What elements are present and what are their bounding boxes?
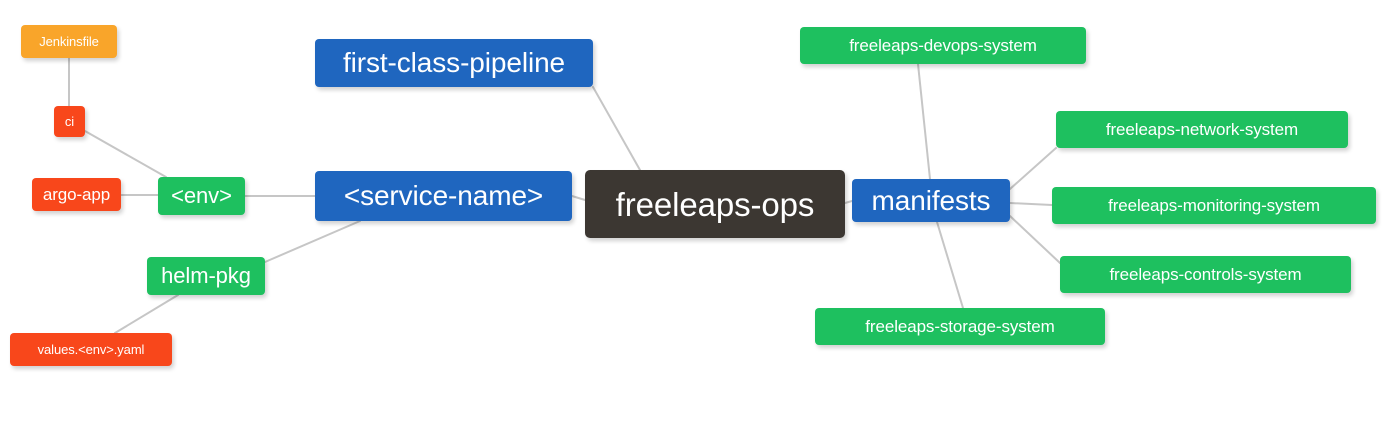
node-env[interactable]: <env> [158,177,245,215]
edge-manifests-to-freeleaps-devops-system [917,63,931,180]
node-freeleaps-controls-system[interactable]: freeleaps-controls-system [1060,256,1351,293]
edge-freeleaps-ops-to-service-name [571,195,586,201]
node-freeleaps-storage-system[interactable]: freeleaps-storage-system [815,308,1105,345]
node-values-env-yaml[interactable]: values.<env>.yaml [10,333,172,366]
edge-freeleaps-ops-to-manifests [844,200,853,204]
edge-freeleaps-ops-to-first-class-pipeline [592,86,641,171]
node-manifests[interactable]: manifests [852,179,1010,222]
node-argo-app[interactable]: argo-app [32,178,121,211]
node-helm-pkg[interactable]: helm-pkg [147,257,265,295]
edge-helm-pkg-to-values-env-yaml [114,294,179,334]
edge-env-to-ci [84,130,167,178]
node-ci[interactable]: ci [54,106,85,137]
node-first-class-pipeline[interactable]: first-class-pipeline [315,39,593,87]
edge-manifests-to-freeleaps-network-system [1009,147,1057,190]
edge-manifests-to-freeleaps-storage-system [936,221,964,309]
node-freeleaps-network-system[interactable]: freeleaps-network-system [1056,111,1348,148]
node-freeleaps-devops-system[interactable]: freeleaps-devops-system [800,27,1086,64]
node-freeleaps-ops[interactable]: freeleaps-ops [585,170,845,238]
edge-manifests-to-freeleaps-monitoring-system [1009,202,1053,206]
node-jenkinsfile[interactable]: Jenkinsfile [21,25,117,58]
node-service-name[interactable]: <service-name> [315,171,572,221]
edge-service-name-to-helm-pkg [264,220,361,263]
node-freeleaps-monitoring-system[interactable]: freeleaps-monitoring-system [1052,187,1376,224]
